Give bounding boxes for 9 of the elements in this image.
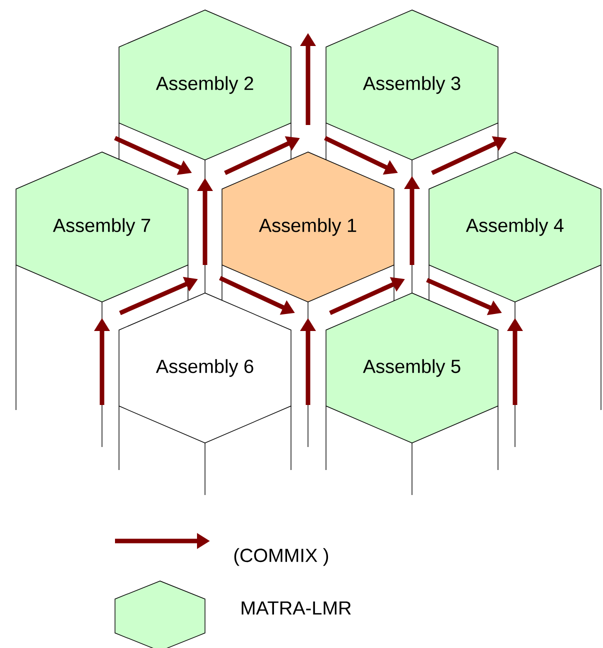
hexagon: Assembly 4 bbox=[428, 152, 602, 302]
legend-text: MATRA-LMR bbox=[242, 601, 351, 615]
hexagon: Assembly 2 bbox=[118, 10, 292, 160]
hexagon: Assembly 3 bbox=[326, 10, 498, 160]
hexagon: Assembly 6 bbox=[118, 292, 292, 444]
hexagon: Assembly 1 bbox=[222, 152, 394, 302]
legend-text: (COMMIX ) bbox=[234, 548, 328, 566]
hexagon: Assembly 7 bbox=[16, 152, 188, 302]
hexagon: Assembly 5 bbox=[326, 292, 498, 444]
